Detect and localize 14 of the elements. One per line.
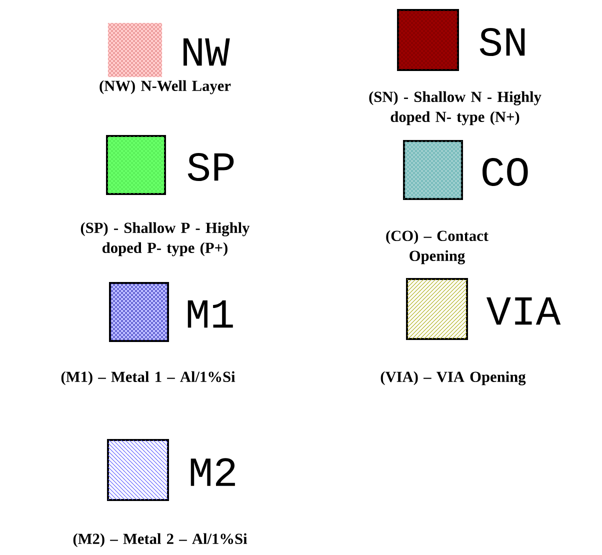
layer-code: SP bbox=[188, 152, 234, 182]
layer-code: M1 bbox=[188, 300, 233, 328]
layer-code: NW bbox=[184, 38, 230, 66]
layer-caption: (SP) - Shallow P - Highly doped P- type (P+) bbox=[80, 222, 250, 256]
layer-caption: (M1) – Metal 1 – Al/1%Si bbox=[61, 371, 236, 386]
layer-code: CO bbox=[482, 158, 528, 186]
layer-caption: (CO) – Contact Opening bbox=[386, 230, 488, 264]
layer-caption: (M2) – Metal 2 – Al/1%Si bbox=[73, 533, 248, 548]
layer-code: VIA bbox=[486, 297, 561, 325]
layer-caption: (NW) N-Well Layer bbox=[100, 80, 231, 94]
layer-code: SN bbox=[480, 28, 525, 56]
layer-code: M2 bbox=[190, 458, 235, 486]
layer-caption: (SN) - Shallow N - Highly doped N- type (N+) bbox=[369, 91, 542, 126]
layer-caption: (VIA) – VIA Opening bbox=[380, 371, 526, 386]
